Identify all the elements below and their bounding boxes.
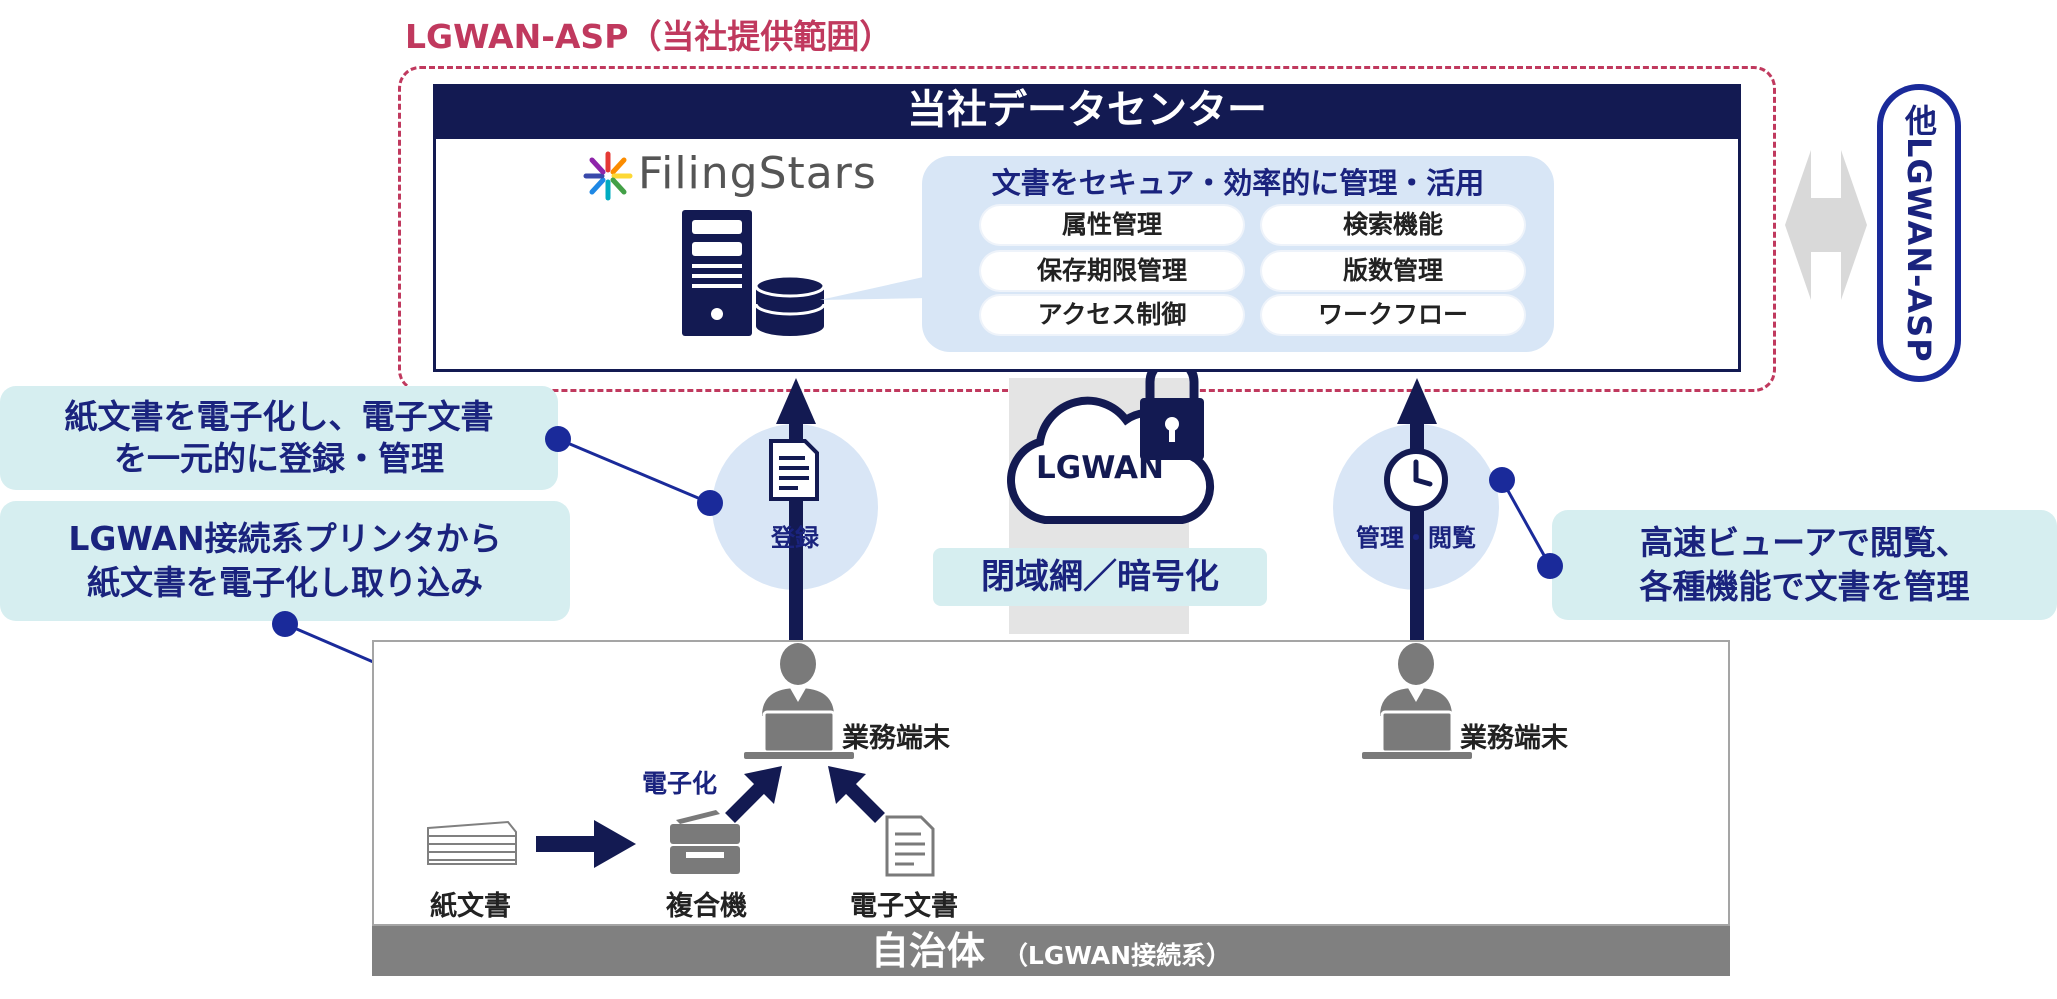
callout-line: 紙文書を電子化し取り込み — [87, 563, 483, 602]
register-label: 登録 — [771, 524, 819, 552]
terminal-label: 業務端末 — [1460, 723, 1568, 754]
terminal-user-icon — [744, 643, 854, 759]
datacenter-title: 当社データセンター — [433, 84, 1741, 136]
manage-view-label: 管理・閲覧 — [1356, 524, 1476, 552]
e-document-icon — [885, 815, 935, 877]
lgwan-cloud-label: LGWAN — [1036, 450, 1164, 486]
filingstars-logo-text: FilingStars — [638, 148, 877, 199]
callout-line: 高速ビューアで閲覧、 — [1640, 523, 1969, 562]
server-database-icon — [682, 210, 826, 336]
callout-viewer: 高速ビューアで閲覧、 各種機能で文書を管理 — [1552, 510, 2057, 620]
asp-title: LGWAN-ASP（当社提供範囲） — [405, 17, 893, 56]
feature-pill: 保存期限管理 — [981, 252, 1243, 290]
mfp-icon — [670, 810, 740, 874]
callout-line: 紙文書を電子化し、電子文書 — [64, 397, 494, 436]
callout-line: LGWAN接続系プリンタから — [68, 519, 502, 558]
closed-network-label: 閉域網／暗号化 — [933, 548, 1267, 606]
feature-pill: ワークフロー — [1262, 296, 1524, 334]
municipality-sub: （LGWAN接続系） — [1002, 941, 1232, 970]
clock-icon — [1384, 448, 1448, 512]
feature-pill: 属性管理 — [981, 206, 1243, 244]
municipality-label: 自治体 （LGWAN接続系） — [372, 926, 1730, 976]
speech-tail — [820, 276, 928, 300]
other-asp-box — [1877, 84, 1961, 382]
terminal-label: 業務端末 — [842, 723, 950, 754]
callout-line: 各種機能で文書を管理 — [1639, 567, 1970, 606]
municipality-name: 自治体 — [870, 929, 985, 973]
callout-line: を一元的に登録・管理 — [114, 439, 444, 478]
callout-digitize-register: 紙文書を電子化し、電子文書 を一元的に登録・管理 — [0, 386, 558, 490]
e-document-label: 電子文書 — [850, 891, 958, 922]
double-arrow-icon — [1785, 150, 1867, 300]
lgwan-cloud-icon — [1007, 370, 1215, 524]
paper-label: 紙文書 — [430, 891, 511, 922]
municipality-box — [372, 640, 1730, 926]
paper-stack-icon — [427, 820, 517, 865]
filingstars-logo-icon — [583, 151, 633, 201]
callout-printer: LGWAN接続系プリンタから 紙文書を電子化し取り込み — [0, 501, 570, 621]
other-asp-label: 他LGWAN-ASP — [1900, 103, 1938, 363]
feature-pill: アクセス制御 — [981, 296, 1243, 334]
digitize-label: 電子化 — [642, 769, 718, 798]
terminal-user-icon — [1362, 643, 1472, 759]
mfp-label: 複合機 — [666, 891, 747, 922]
feature-title: 文書をセキュア・効率的に管理・活用 — [991, 166, 1485, 200]
document-icon — [769, 439, 819, 501]
feature-pill: 検索機能 — [1262, 206, 1524, 244]
feature-pill: 版数管理 — [1262, 252, 1524, 290]
municipality-bar — [372, 926, 1730, 976]
